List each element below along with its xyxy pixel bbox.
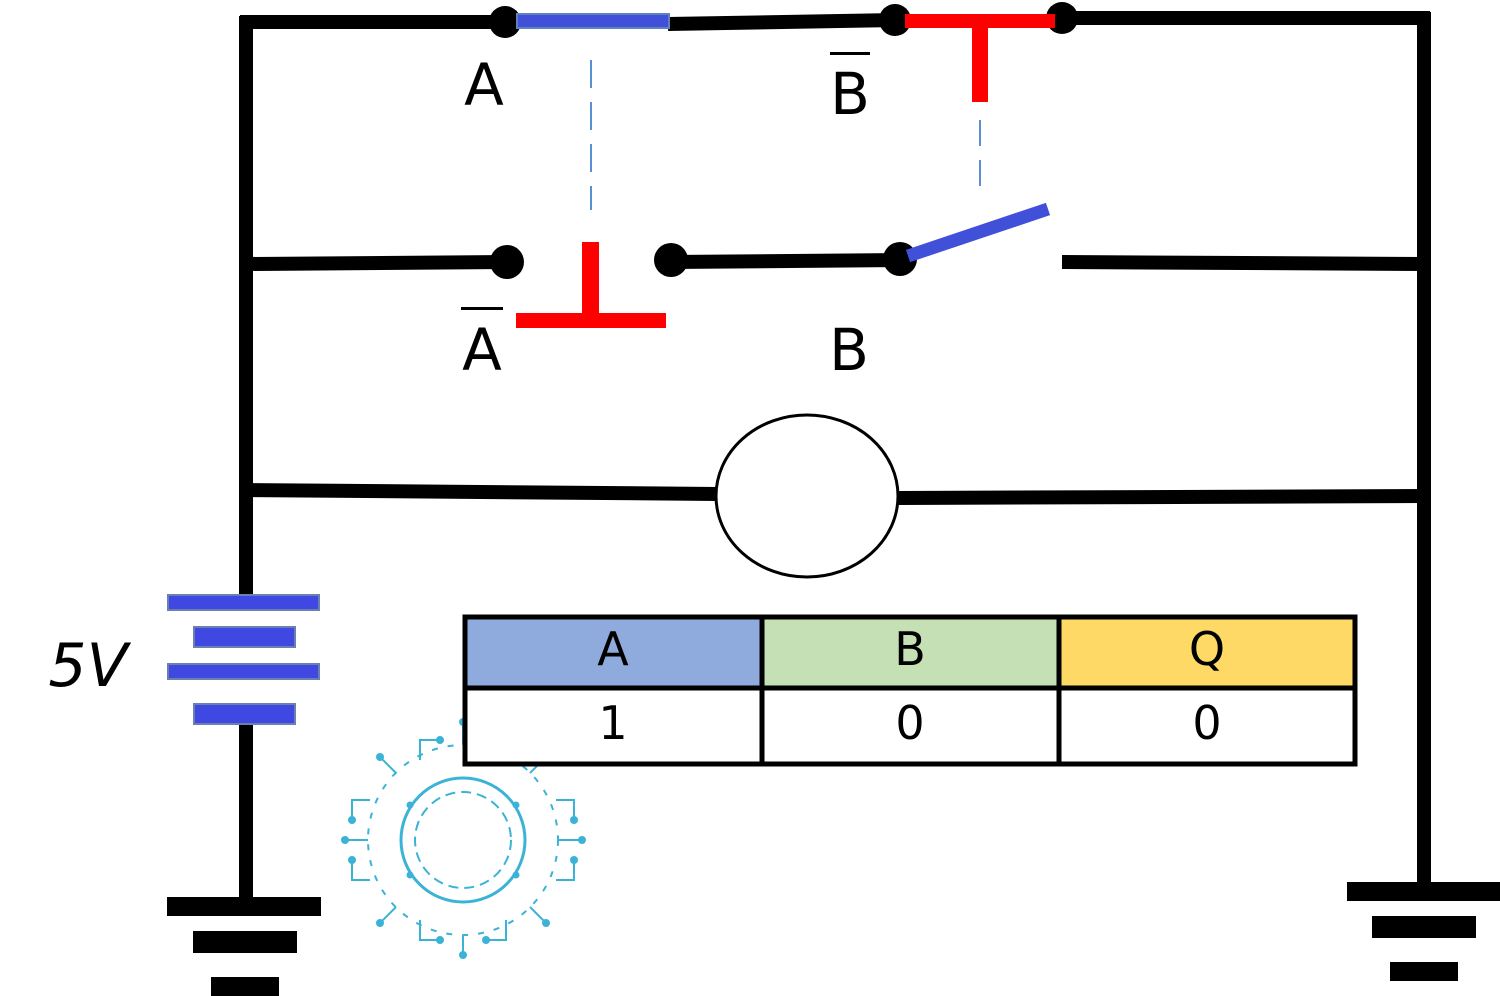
switch-b-blade xyxy=(905,202,1051,263)
battery-plate-3 xyxy=(167,663,320,680)
overbar-a xyxy=(461,307,503,310)
label-switch-a: A xyxy=(464,51,504,119)
ground-icon xyxy=(167,897,321,996)
label-switch-b-bar: B xyxy=(830,52,870,128)
ground-right-bar-3 xyxy=(1390,962,1458,981)
battery-plate-2 xyxy=(193,626,296,648)
battery-plate-4 xyxy=(193,703,296,725)
wire-mid-right xyxy=(1061,255,1425,271)
switch-a-blade xyxy=(516,13,670,29)
switch-b xyxy=(883,202,1051,276)
table-cell-q: 0 xyxy=(1192,696,1221,750)
wire-mid-left xyxy=(245,255,508,271)
ground-right-bar-1 xyxy=(1347,882,1500,901)
table-cell-a: 1 xyxy=(598,696,627,750)
ground-left-bar-2 xyxy=(193,931,297,953)
switch-a-bar-contact-bar xyxy=(516,313,666,328)
ground-left-bar-3 xyxy=(211,977,279,996)
ground-icon-right xyxy=(1347,882,1500,981)
table-header-q: Q xyxy=(1189,622,1225,676)
table-cell-b: 0 xyxy=(895,696,924,750)
wire-lamp-left xyxy=(245,483,719,501)
switch-b-bar-contact-stem xyxy=(972,26,988,102)
header-cell-a xyxy=(465,617,762,688)
switch-a-bar-terminal-left xyxy=(490,245,524,279)
label-switch-a-bar-text: A xyxy=(462,316,502,384)
header-cell-b xyxy=(762,617,1059,688)
switch-a xyxy=(489,6,670,210)
wire-lamp-right xyxy=(897,489,1425,505)
overbar-b xyxy=(830,52,870,55)
switch-a-bar-terminal-right xyxy=(654,243,688,277)
switch-a-bar-contact-stem xyxy=(582,242,599,320)
table-header-a: A xyxy=(597,622,629,676)
switch-b-bar-contact-bar xyxy=(905,14,1055,28)
switch-a-terminal-left xyxy=(489,6,521,38)
battery-icon xyxy=(167,594,320,725)
label-switch-b-bar-text: B xyxy=(830,60,870,128)
wires xyxy=(239,11,1431,898)
lamp-circle-icon xyxy=(714,413,900,579)
switch-b-bar-terminal-left xyxy=(879,4,911,36)
ground-right-bar-2 xyxy=(1372,916,1476,938)
label-switch-b: B xyxy=(829,316,869,384)
ground-left-bar-1 xyxy=(167,897,321,916)
header-cell-q xyxy=(1059,617,1355,688)
label-voltage: 5V xyxy=(48,631,131,701)
battery-plate-1 xyxy=(167,594,320,611)
switch-a-bar xyxy=(490,242,688,328)
truth-table: A B Q 1 0 0 xyxy=(462,614,1358,767)
wire-mid-center xyxy=(669,253,901,269)
switch-b-bar xyxy=(879,2,1078,188)
wire-top-mid xyxy=(667,13,896,31)
label-switch-a-bar: A xyxy=(461,307,503,384)
table-header-b: B xyxy=(894,622,926,676)
table-body xyxy=(465,688,1355,764)
